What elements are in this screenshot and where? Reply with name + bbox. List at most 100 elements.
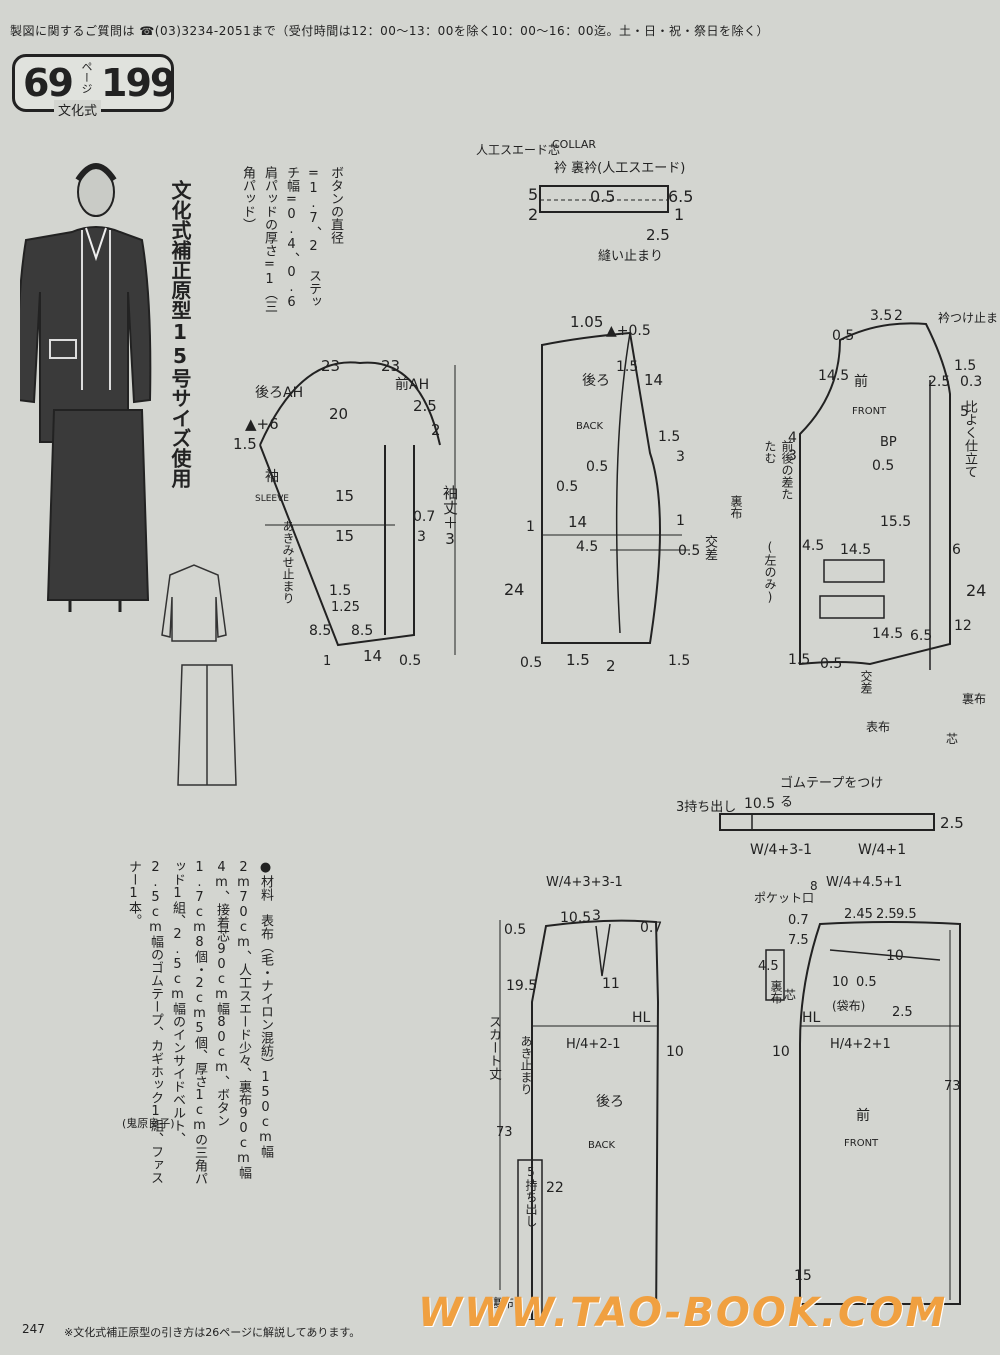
back-n2: 2 (606, 657, 616, 675)
sleeve-n05: 0.5 (399, 653, 421, 669)
skirt-front-en: FRONT (844, 1138, 879, 1149)
collar-title-en: COLLAR (552, 138, 596, 151)
skirt-front-n8: 8 (810, 879, 818, 893)
skirt-back-length: スカート丈 (486, 1015, 501, 1080)
back-n05a: 0.5 (586, 459, 608, 475)
front-koumi: 交差 (859, 670, 873, 694)
front-n6: 6 (952, 542, 961, 558)
back-en: BACK (576, 421, 604, 432)
sleeve-piece: 23 23 後ろAH 前AH 20 2.5 2 ▲+6 1.5 袖 SLEEVE… (233, 357, 456, 669)
front-collar-end: 衿つけ止まり (938, 310, 1000, 325)
collar-outline (539, 185, 669, 213)
front-lining: 裏布 (729, 495, 743, 519)
sleeve-cap (259, 361, 441, 446)
sleeve-outline (259, 444, 415, 647)
front-n03: 0.3 (960, 374, 982, 390)
back-koumi: 交差 (702, 535, 717, 561)
front-omote: 表布 (866, 720, 891, 734)
skirt-front-lining: 裏布 (769, 980, 783, 1004)
method-label: 文化式 (54, 100, 102, 119)
front-bp: BP (880, 435, 897, 450)
sleeve-back-ah: 後ろAH (255, 385, 303, 401)
sleeve-n85a: 8.5 (309, 623, 331, 639)
skirt-front-n10b: 10 (832, 975, 849, 990)
back-n24: 24 (504, 580, 524, 599)
back-a05: ▲+0.5 (606, 323, 651, 339)
front-n145c: 14.5 (872, 626, 903, 642)
front-outline (799, 322, 951, 666)
front-n3a: 3 (788, 448, 797, 464)
skirt-front-n25b: 2.5 (892, 1005, 913, 1020)
skirt-back-outline (531, 919, 660, 1320)
skirt-front-n05: 0.5 (856, 975, 877, 990)
button-note: ボタンの直径=1.7、2 (306, 166, 343, 254)
front-n155: 15.5 (880, 514, 911, 530)
sleeve-a6: ▲+6 (245, 415, 279, 433)
front-left-only: (左のみ) (763, 540, 777, 604)
collar-n25: 2.5 (646, 226, 670, 244)
sleeve-n07: 0.7 (413, 509, 435, 525)
skirt-front-n45: 4.5 (758, 959, 779, 974)
waistband-title: ゴムテープをつける (780, 776, 884, 810)
front-n145: 14.5 (818, 368, 849, 384)
front-n12: 12 (954, 618, 972, 634)
garment-illustration (20, 163, 152, 612)
skirt-front-jp: 前 (856, 1107, 870, 1124)
skirt-front-n07: 0.7 (788, 913, 809, 928)
sleeve-n1: 1 (323, 654, 331, 669)
skirt-back-n07: 0.7 (640, 920, 662, 936)
page-ref-a: 69 (23, 61, 74, 105)
sleeve-n85b: 8.5 (351, 623, 373, 639)
skirt-back-formula-top: W/4+3+3-1 (546, 875, 623, 890)
waistband-n25: 2.5 (940, 814, 964, 832)
waistband-n105: 10.5 (744, 796, 776, 812)
skirt-front-outline (799, 921, 961, 1305)
front-n35: 3.5 (870, 308, 892, 324)
back-bodice: 1.05 ▲+0.5 後ろ BACK 1.5 14 1.5 3 0.5 0.5 … (504, 313, 700, 675)
skirt-front-n10c: 10 (772, 1044, 790, 1060)
front-n15b: 1.5 (788, 652, 810, 668)
front-shin: 芯 (946, 732, 959, 746)
back-n14a: 14 (644, 371, 663, 389)
front-jp: 前 (854, 373, 868, 390)
skirt-front-n25: 2.5 (876, 907, 897, 922)
collar-seam-end: 縫い止まり (598, 249, 663, 264)
back-n15d: 1.5 (668, 653, 690, 669)
skirt-front-formula-top: W/4+4.5+1 (826, 875, 902, 890)
front-lining-b: 裏布 (962, 692, 987, 706)
sleeve-opening: あきみせ止まり (281, 520, 295, 604)
skirt-front-pocket: ポケット口 (754, 891, 814, 905)
skirt-back-n05: 0.5 (504, 922, 526, 938)
back-n3: 3 (676, 449, 685, 465)
front-n45: 4.5 (802, 538, 824, 554)
sleeve-n25: 2.5 (413, 397, 437, 415)
sleeve-n15a: 1.5 (233, 435, 257, 453)
back-n05c: 0.5 (678, 543, 700, 559)
sleeve-n15c: 15 (335, 527, 354, 545)
front-dart-fold: 前後の差たたむ (763, 440, 794, 500)
front-bodice: 0.5 3.5 2 衿つけ止まり 1.5 14.5 前 FRONT 2.5 0.… (788, 308, 1000, 672)
skirt-front-n10a: 10 (886, 948, 904, 964)
skirt-back-n3: 3 (592, 908, 601, 924)
skirt-back-hl: HL (632, 1010, 651, 1026)
page-title: 文化式補正原型15号サイズ使用 (168, 180, 192, 488)
back-outline (541, 331, 661, 644)
materials-list: ●材料 表布（毛・ナイロン混紡）150cm幅2m70cm、人工スエード少々、裏布… (126, 860, 273, 1185)
skirt-back-en: BACK (588, 1140, 616, 1151)
skirt-back-jp: 後ろ (596, 1094, 624, 1110)
pad-note: 肩パッドの厚さ=1（三角パッド） (240, 166, 277, 313)
skirt-front-shin: 芯 (784, 988, 797, 1002)
back-n15a: 1.5 (616, 359, 638, 375)
skirt-back-len-val: 73 (496, 1125, 513, 1140)
collar-n1: 1 (674, 205, 684, 224)
flat-sketch (161, 564, 237, 786)
credit: (鬼原良子) (122, 1117, 175, 1130)
back-n05d: 0.5 (520, 655, 542, 671)
collar-interfacing: 人工スエード芯 (476, 143, 560, 157)
front-n15a: 1.5 (954, 358, 976, 374)
skirt-front: ポケット口 8 W/4+4.5+1 0.7 7.5 2.45 2.5 9.5 4… (754, 875, 961, 1305)
skirt-back-lining: 裏布 (490, 1296, 515, 1310)
skirt-front-pocket-bag: (袋布) (832, 999, 865, 1013)
sleeve-n15b: 15 (335, 487, 354, 505)
front-n05: 0.5 (832, 328, 854, 344)
